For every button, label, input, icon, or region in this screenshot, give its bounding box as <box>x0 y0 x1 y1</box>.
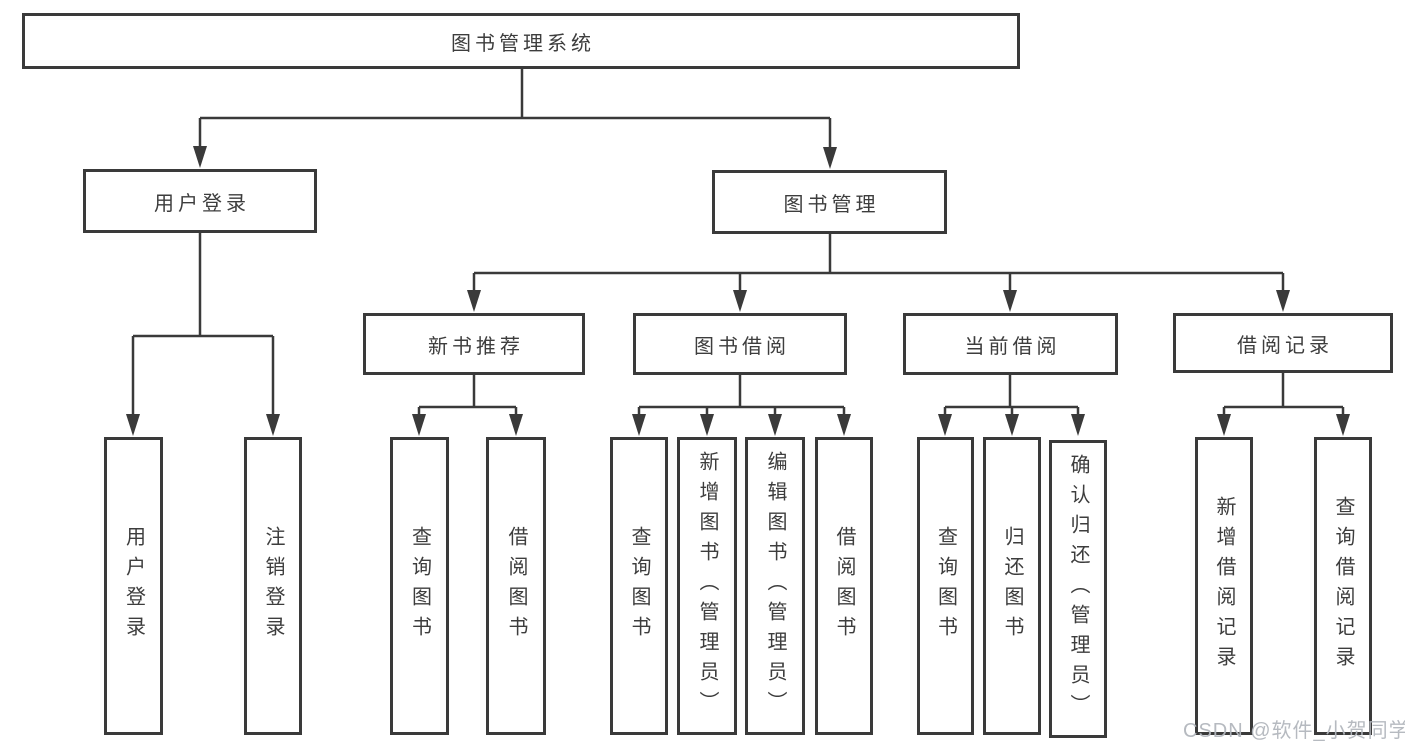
leaf-add-borrow-record: 新增借阅记录 <box>1195 437 1253 735</box>
leaf-edit-book-admin: 编辑图书（管理员） <box>745 437 805 735</box>
leaf-user-login: 用户登录 <box>104 437 163 735</box>
leaf-query-books-borrowing-label: 查询图书 <box>628 526 650 646</box>
node-book-borrowing: 图书借阅 <box>633 313 847 375</box>
leaf-query-borrow-record: 查询借阅记录 <box>1314 437 1372 735</box>
leaf-query-books-current-label: 查询图书 <box>934 526 957 646</box>
node-user-login-group-label: 用户登录 <box>154 192 250 215</box>
arrowheads <box>126 146 1350 436</box>
leaf-borrow-books: 借阅图书 <box>815 437 873 735</box>
leaf-confirm-return-admin-label: 确认归还（管理员） <box>1067 454 1089 724</box>
leaf-logout-label: 注销登录 <box>262 526 284 646</box>
node-book-management-label: 图书管理 <box>783 193 880 216</box>
node-current-borrowing: 当前借阅 <box>903 313 1118 375</box>
leaf-borrow-books-recommend-label: 借阅图书 <box>505 526 527 646</box>
leaf-query-books-borrowing: 查询图书 <box>610 437 668 735</box>
leaf-query-books-current: 查询图书 <box>917 437 974 735</box>
leaf-return-book-label: 归还图书 <box>1001 526 1023 646</box>
node-book-borrowing-label: 图书借阅 <box>694 335 790 358</box>
leaf-user-login-label: 用户登录 <box>122 526 145 646</box>
node-new-book-recommend-label: 新书推荐 <box>428 335 524 358</box>
leaf-query-books-recommend: 查询图书 <box>390 437 449 735</box>
leaf-query-books-recommend-label: 查询图书 <box>408 526 431 646</box>
node-new-book-recommend: 新书推荐 <box>363 313 585 375</box>
leaf-add-book-admin-label: 新增图书（管理员） <box>696 451 718 721</box>
leaf-borrow-books-recommend: 借阅图书 <box>486 437 546 735</box>
leaf-return-book: 归还图书 <box>983 437 1041 735</box>
node-current-borrowing-label: 当前借阅 <box>964 335 1061 358</box>
leaf-add-book-admin: 新增图书（管理员） <box>677 437 737 735</box>
leaf-edit-book-admin-label: 编辑图书（管理员） <box>764 451 786 721</box>
leaf-query-borrow-record-label: 查询借阅记录 <box>1332 496 1354 676</box>
node-borrow-records: 借阅记录 <box>1173 313 1393 373</box>
node-book-management: 图书管理 <box>712 170 947 234</box>
leaf-confirm-return-admin: 确认归还（管理员） <box>1049 440 1107 738</box>
leaf-add-borrow-record-label: 新增借阅记录 <box>1213 496 1235 676</box>
node-user-login-group: 用户登录 <box>83 169 317 233</box>
node-root-system: 图书管理系统 <box>22 13 1020 69</box>
node-borrow-records-label: 借阅记录 <box>1237 334 1333 357</box>
node-root-label: 图书管理系统 <box>451 32 595 55</box>
csdn-watermark: CSDN @软件_小贺同学 <box>1183 720 1405 742</box>
leaf-borrow-books-label: 借阅图书 <box>833 526 855 646</box>
leaf-logout: 注销登录 <box>244 437 302 735</box>
